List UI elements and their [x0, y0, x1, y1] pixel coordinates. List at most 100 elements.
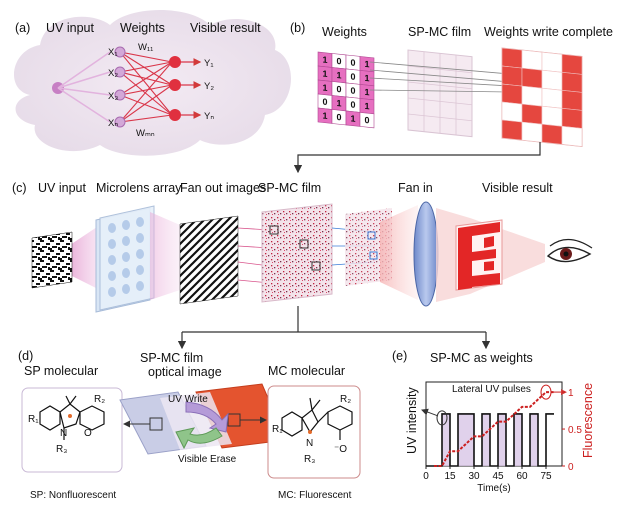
written-cell: [541, 87, 563, 109]
written-cell: [501, 101, 523, 123]
fan-in-beam: [380, 205, 418, 300]
sp-n-label: N: [60, 428, 67, 439]
microlens: [122, 220, 130, 230]
matrix-value: 1: [365, 87, 370, 97]
matrix-value: 0: [351, 99, 356, 109]
microlens: [122, 252, 130, 262]
fan-out-title: Fan out images: [180, 181, 266, 195]
x-tick-label: 45: [492, 471, 504, 482]
matrix-value: 1: [323, 54, 328, 64]
panel-d-tag: (d): [18, 349, 33, 363]
fluorescence-series: [434, 391, 554, 467]
uv-intensity-series: [426, 413, 554, 467]
matrix-value: 1: [365, 59, 370, 69]
eye-icon: [546, 238, 593, 263]
written-cell: [541, 123, 563, 145]
matrix-value: 1: [365, 101, 370, 111]
matrix-value: 1: [337, 70, 342, 80]
input-fan-lines: [57, 51, 111, 123]
matrix-value: 0: [337, 112, 342, 122]
weight-label-w11: W₁₁: [138, 42, 153, 53]
microlens: [122, 268, 130, 278]
uv-beam: [70, 225, 100, 290]
matrix-value: 0: [365, 115, 370, 125]
uv-pulse-fill: [514, 413, 522, 466]
sp-molecule-structure: [39, 395, 105, 440]
matrix-value: 0: [351, 85, 356, 95]
microlens: [108, 223, 116, 233]
panel-a-tag: (a): [15, 21, 30, 35]
panel-e-tag: (e): [392, 349, 407, 363]
written-cell: [561, 89, 583, 111]
sp-mc-film-grid: [407, 49, 473, 138]
mc-molecule-box: [267, 385, 361, 479]
input-label-n: Xₙ: [108, 118, 118, 129]
matrix-value: 0: [351, 71, 356, 81]
legend-lateral-uv-pulses: Lateral UV pulses: [452, 384, 531, 395]
x-tick-label: 15: [444, 471, 456, 482]
matrix-cell: [359, 112, 375, 129]
y2-tick-label: 0: [568, 462, 574, 473]
sp-caption: SP: Nonfluorescent: [30, 490, 116, 501]
x-tick-label: 75: [540, 471, 552, 482]
film-image-title-line1: SP-MC film: [140, 351, 203, 365]
written-cell: [541, 105, 563, 127]
microlens: [122, 236, 130, 246]
written-cell: [521, 121, 543, 143]
mc-charged-atom: [308, 430, 312, 434]
sp-r3-label: R₃: [56, 444, 67, 455]
microlens: [136, 249, 144, 259]
mc-r2-label: R₂: [340, 394, 351, 405]
completed-weights-grid: [501, 47, 583, 147]
input-label-2: X₂: [108, 68, 118, 79]
panel-e-title: SP-MC as weights: [430, 351, 533, 365]
matrix-value: 1: [323, 110, 328, 120]
input-nodes: [114, 46, 126, 128]
uv-annotation-arrow: [421, 408, 439, 417]
matrix-value: 1: [323, 82, 328, 92]
output-label-1: Y₁: [204, 58, 214, 69]
output-nodes: [169, 56, 181, 121]
mc-r3-label: R₃: [304, 454, 315, 465]
matrix-value: 1: [351, 113, 356, 123]
uv-pulse-fill: [530, 413, 538, 466]
y2-tick-label: 1: [568, 388, 574, 399]
uv-write-label: UV Write: [168, 394, 208, 405]
panel-b: (b) Weights SP-MC film Weights write com…: [290, 21, 613, 147]
film-image-title: SP-MC film optical image: [140, 351, 222, 379]
written-cell: [521, 49, 543, 71]
fan-out-images: [179, 215, 239, 305]
weight-connections: [119, 51, 173, 123]
x-tick-label: 60: [516, 471, 528, 482]
cloud-background: [13, 10, 292, 156]
uv-input-c-title: UV input: [38, 181, 86, 195]
panel-a: (a) UV input Weights Visible result X₁ X…: [13, 10, 292, 156]
mc-n-label: N: [306, 438, 313, 449]
sp-mc-film-c: [261, 203, 333, 303]
mc-caption: MC: Fluorescent: [278, 490, 352, 501]
input-label-3: X₃: [108, 91, 118, 102]
written-cell: [501, 47, 523, 69]
y2-axis-label: Fluorescence: [581, 383, 595, 458]
uv-pulse-fill: [442, 413, 450, 466]
written-cell: [501, 65, 523, 87]
lens-to-fanout-beam: [150, 212, 180, 300]
y2-tick-label: 0.5: [568, 425, 582, 436]
sp-r2-label: R₂: [94, 394, 105, 405]
input-label-1: X₁: [108, 47, 118, 58]
matrix-value: 0: [337, 56, 342, 66]
microlens: [108, 287, 116, 297]
weights-title: Weights: [120, 21, 165, 35]
x-tick-label: 0: [423, 471, 429, 482]
written-cell: [501, 119, 523, 141]
written-cell: [541, 69, 563, 91]
matrix-value: 1: [323, 68, 328, 78]
uv-annotation-circle: [436, 410, 448, 426]
written-cell: [521, 67, 543, 89]
uv-pulse-fill: [482, 413, 490, 466]
connector-b-to-c: [293, 142, 541, 174]
microlens-title: Microlens array: [96, 181, 182, 195]
matrix-value: 0: [323, 96, 328, 106]
film-window-1: [269, 225, 279, 235]
